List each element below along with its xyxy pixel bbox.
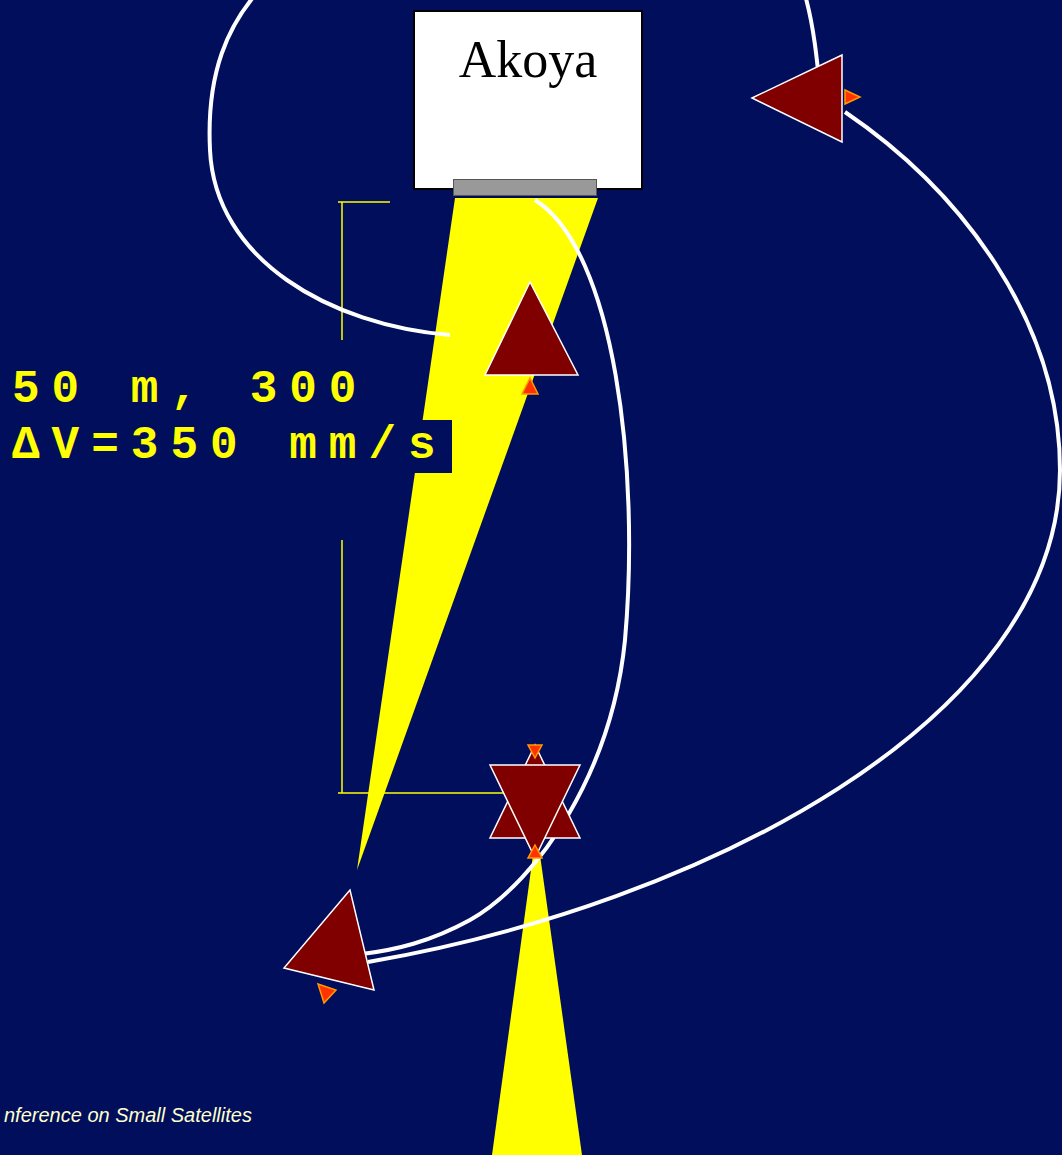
spacecraft xyxy=(284,55,860,1003)
node-title: Akoya xyxy=(459,30,598,89)
dimension-label: 50 m, 300 xyxy=(8,364,372,417)
sensor-beam xyxy=(357,198,598,870)
spacecraft-box: Akoya xyxy=(413,10,643,190)
sensor-bar xyxy=(453,179,597,196)
delta-v-label: ΔV=350 mm/s xyxy=(8,420,452,473)
dimension-lines xyxy=(338,202,545,793)
sensor-beam xyxy=(492,855,582,1155)
footer-note: nference on Small Satellites xyxy=(4,1104,252,1127)
trajectory xyxy=(210,0,1060,962)
